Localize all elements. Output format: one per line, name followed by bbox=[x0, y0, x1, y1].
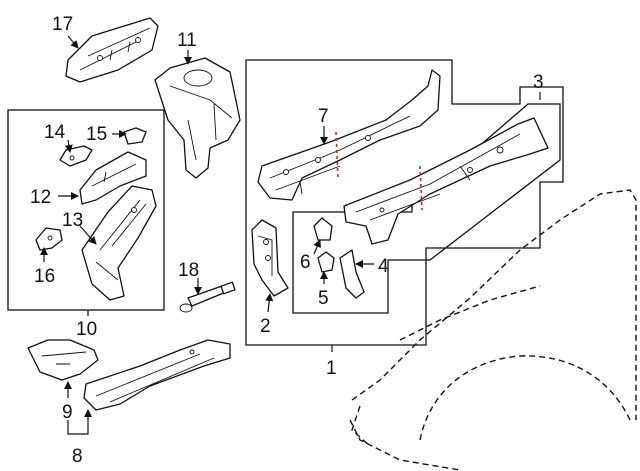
part-18-strut bbox=[179, 281, 236, 313]
callout-17: 17 bbox=[52, 14, 73, 35]
part-7-rail bbox=[257, 69, 441, 201]
callout-15: 15 bbox=[86, 124, 107, 145]
leader-14 bbox=[64, 139, 73, 153]
callout-14: 14 bbox=[44, 122, 66, 143]
leader-2 bbox=[265, 293, 274, 313]
part-13-frame bbox=[81, 185, 157, 301]
callout-10: 10 bbox=[76, 319, 97, 340]
callout-12: 12 bbox=[30, 187, 51, 208]
callout-1: 1 bbox=[326, 358, 337, 379]
fender-outline bbox=[349, 189, 637, 471]
callout-4: 4 bbox=[378, 256, 389, 277]
callout-16: 16 bbox=[34, 266, 55, 287]
part-2-bracket bbox=[251, 219, 289, 297]
part-14-bracket bbox=[59, 145, 93, 167]
part-12-brace bbox=[79, 151, 147, 205]
part-9-extension bbox=[27, 339, 99, 381]
callout-2: 2 bbox=[260, 316, 271, 337]
group-box-10 bbox=[7, 109, 165, 311]
callout-11: 11 bbox=[177, 30, 197, 51]
part-16-bracket bbox=[35, 227, 63, 251]
group-box-3 bbox=[292, 103, 561, 314]
callout-6: 6 bbox=[300, 252, 311, 273]
part-5-clip bbox=[317, 251, 335, 273]
callout-5: 5 bbox=[318, 288, 329, 309]
callout-13: 13 bbox=[62, 210, 83, 231]
leader-8 bbox=[67, 412, 89, 435]
part-11-apron bbox=[154, 57, 241, 179]
part-4-bracket bbox=[339, 249, 365, 299]
callout-9: 9 bbox=[62, 402, 73, 423]
part-17-rail bbox=[65, 17, 159, 83]
group-box-1 bbox=[245, 59, 564, 346]
callout-7: 7 bbox=[318, 106, 329, 127]
callout-18: 18 bbox=[178, 260, 199, 281]
part-6-clip bbox=[313, 217, 333, 241]
part-8-rail bbox=[83, 339, 231, 411]
callout-3: 3 bbox=[533, 72, 544, 93]
part-3-rail bbox=[343, 117, 549, 245]
leader-17 bbox=[67, 35, 79, 49]
callout-8: 8 bbox=[72, 446, 83, 467]
part-15-clip bbox=[123, 127, 147, 145]
leader-13 bbox=[79, 225, 97, 245]
leader-6 bbox=[313, 239, 321, 255]
